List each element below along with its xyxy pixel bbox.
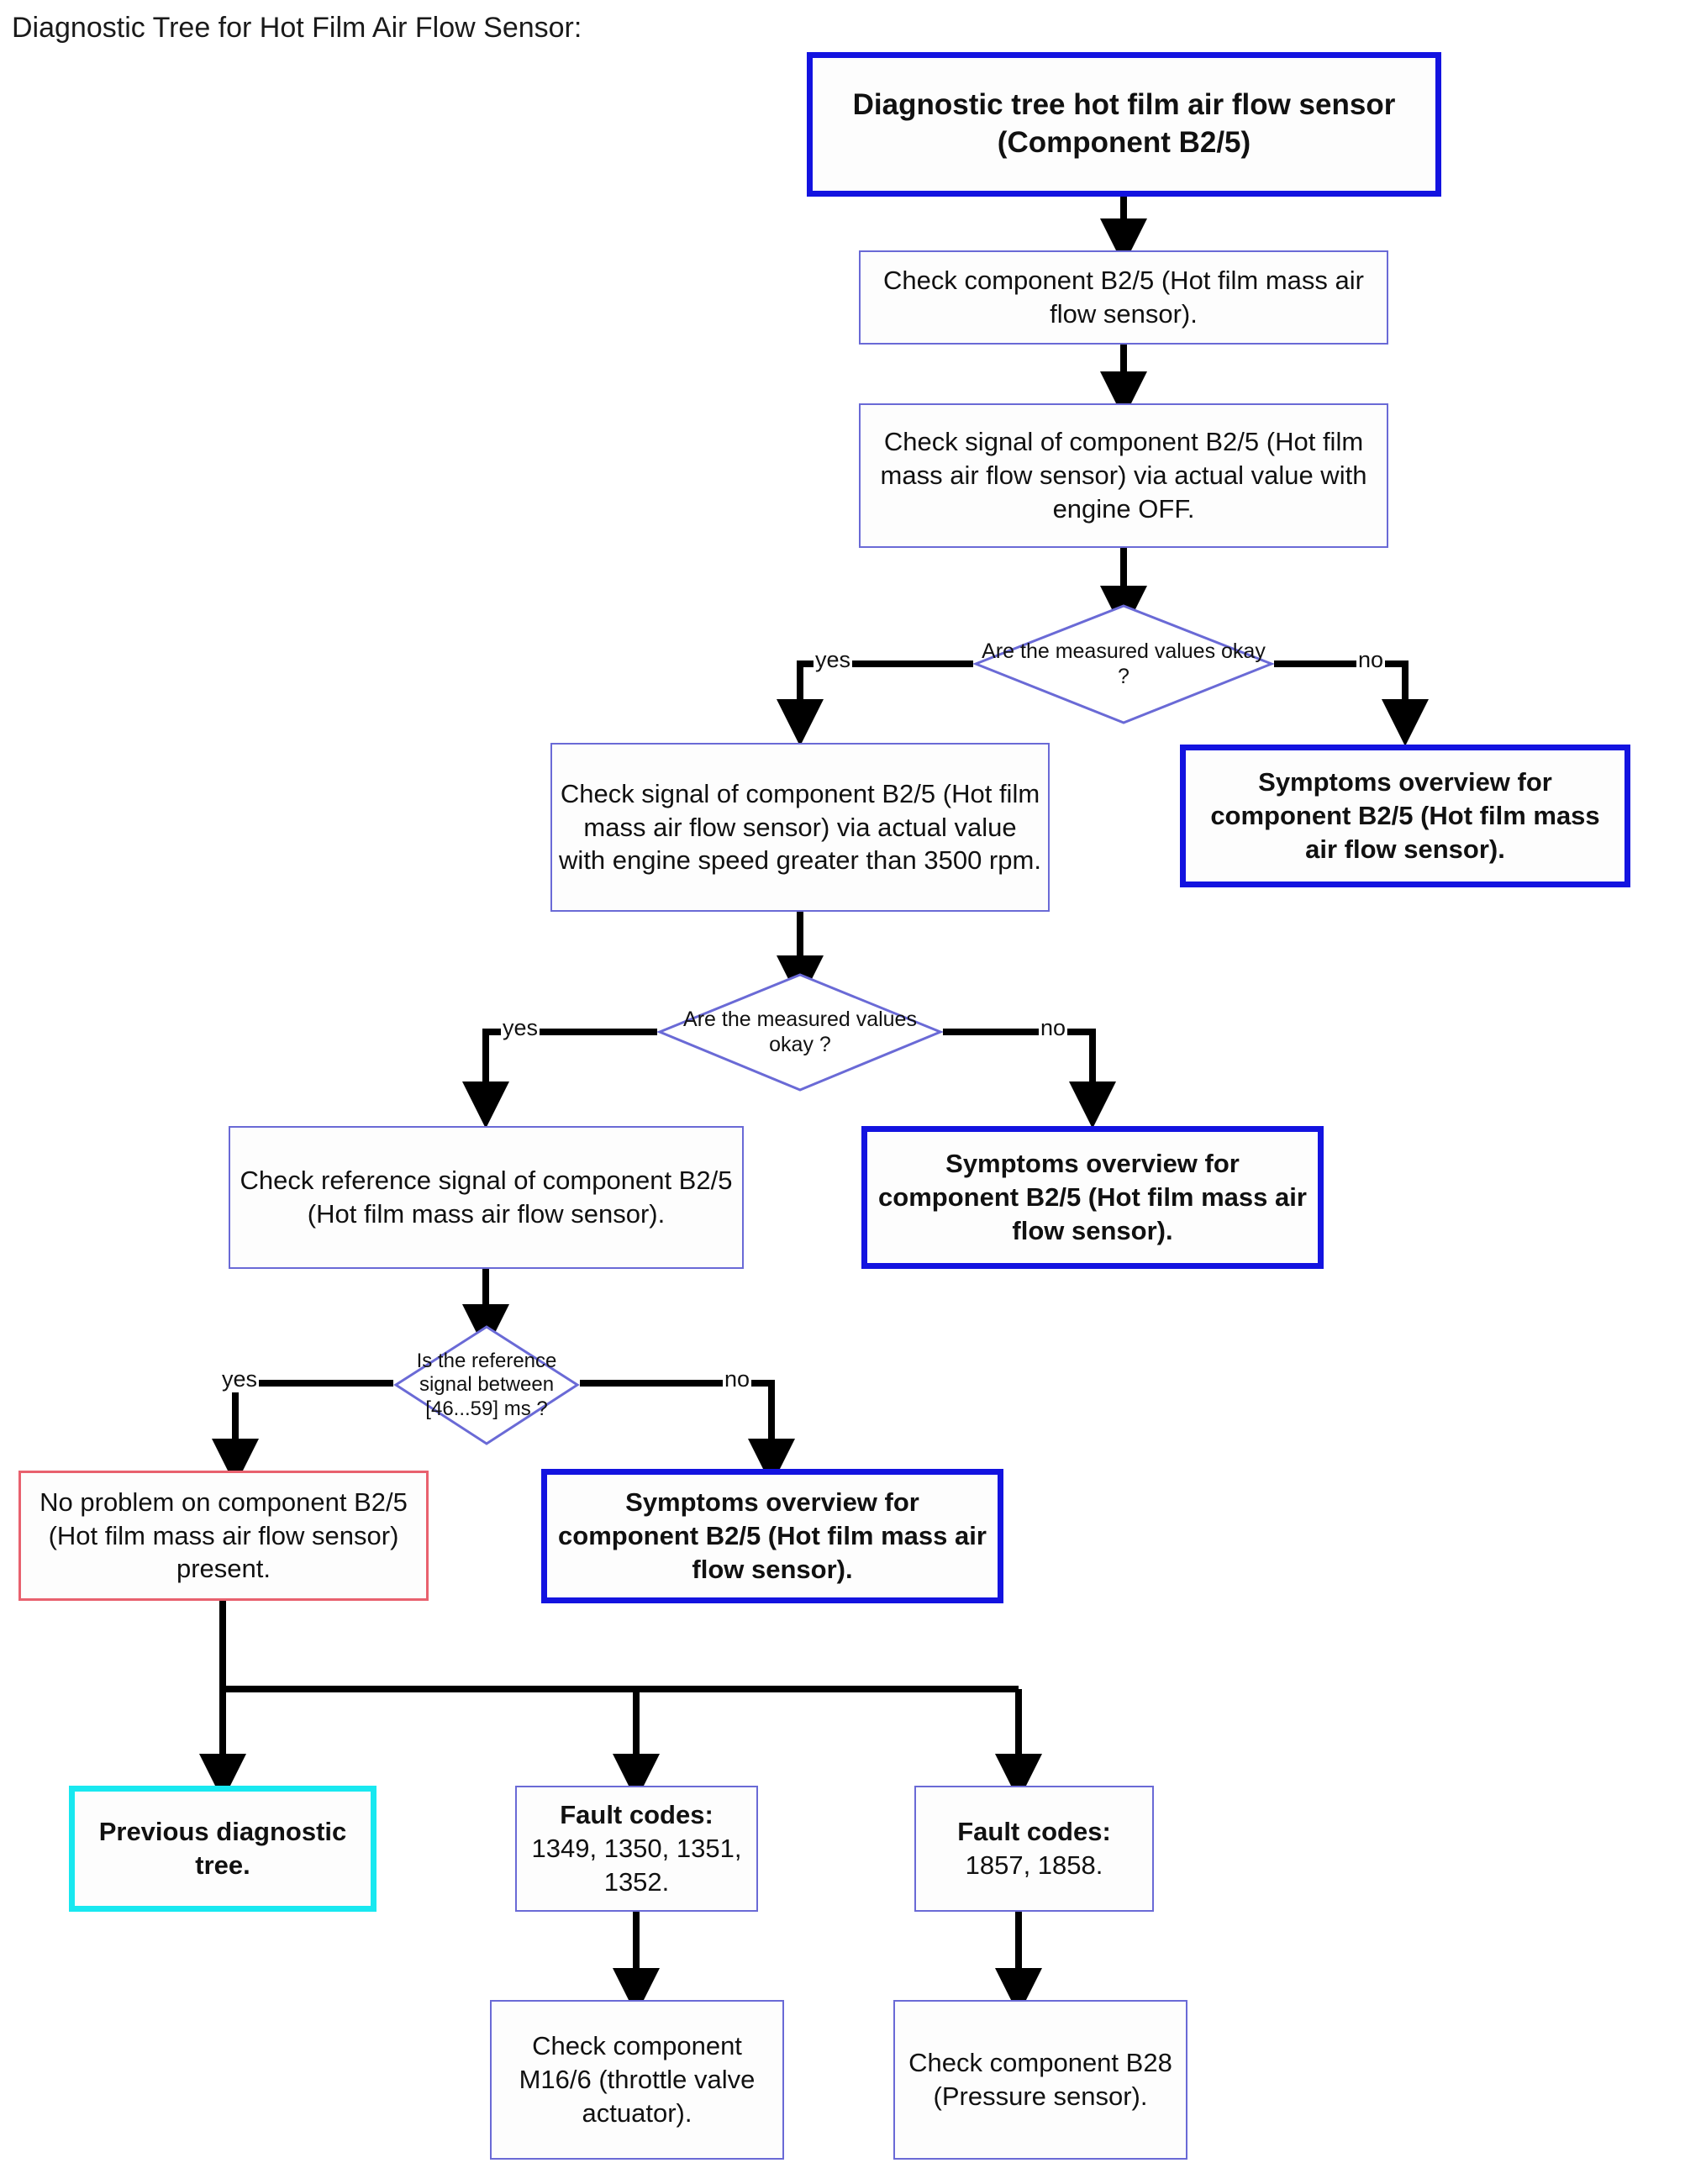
node-check-signal-engine-speed-label: Check signal of component B2/5 (Hot film…: [559, 778, 1041, 876]
diamond-shape-icon: [973, 604, 1274, 724]
decision-reference-signal-range[interactable]: Is the reference signal between [46...59…: [393, 1324, 580, 1446]
decision-measured-values-okay-2[interactable]: Are the measured values okay ?: [657, 972, 943, 1092]
node-check-signal-engine-off[interactable]: Check signal of component B2/5 (Hot film…: [859, 403, 1388, 548]
node-fault-codes-2-heading: Fault codes:: [957, 1817, 1111, 1847]
node-check-signal-engine-speed[interactable]: Check signal of component B2/5 (Hot film…: [550, 743, 1050, 912]
node-fault-codes-1-heading: Fault codes:: [560, 1800, 713, 1830]
edge-label-d2-no: no: [1039, 1015, 1068, 1041]
node-previous-diagnostic-tree-label: Previous diagnostic tree.: [98, 1817, 347, 1880]
diamond-shape-icon: [657, 973, 943, 1092]
node-check-component[interactable]: Check component B2/5 (Hot film mass air …: [859, 250, 1388, 345]
node-symptoms-overview-1[interactable]: Symptoms overview for component B2/5 (Ho…: [1180, 745, 1630, 887]
edge-label-d3-yes: yes: [220, 1366, 260, 1392]
node-check-component-m16-6[interactable]: Check component M16/6 (throttle valve ac…: [490, 2000, 784, 2160]
node-symptoms-overview-1-label: Symptoms overview for component B2/5 (Ho…: [1210, 767, 1600, 864]
node-fault-codes-2[interactable]: Fault codes: 1857, 1858.: [914, 1786, 1154, 1912]
edge-label-d1-yes: yes: [814, 647, 853, 673]
node-symptoms-overview-2[interactable]: Symptoms overview for component B2/5 (Ho…: [861, 1126, 1324, 1269]
diamond-shape-icon: [393, 1325, 580, 1445]
decision-1-label: Are the measured values okay ?: [982, 639, 1266, 688]
node-symptoms-overview-2-label: Symptoms overview for component B2/5 (Ho…: [878, 1149, 1307, 1245]
edge-label-d1-no: no: [1356, 647, 1386, 673]
edge-label-d2-yes: yes: [501, 1015, 540, 1041]
node-no-problem-present-label: No problem on component B2/5 (Hot film m…: [39, 1487, 408, 1584]
node-symptoms-overview-3-label: Symptoms overview for component B2/5 (Ho…: [558, 1487, 987, 1584]
node-check-component-b28-label: Check component B28 (Pressure sensor).: [908, 2048, 1172, 2111]
node-check-component-b28[interactable]: Check component B28 (Pressure sensor).: [893, 2000, 1187, 2160]
decision-3-label: Is the reference signal between [46...59…: [416, 1350, 557, 1420]
node-fault-codes-2-values: 1857, 1858.: [965, 1850, 1103, 1880]
node-no-problem-present[interactable]: No problem on component B2/5 (Hot film m…: [18, 1471, 429, 1601]
node-previous-diagnostic-tree[interactable]: Previous diagnostic tree.: [69, 1786, 376, 1912]
decision-2-label: Are the measured values okay ?: [683, 1008, 917, 1056]
page-title: Diagnostic Tree for Hot Film Air Flow Se…: [12, 12, 582, 44]
node-root-label: Diagnostic tree hot film air flow sensor…: [852, 88, 1396, 159]
edge-label-d3-no: no: [723, 1366, 752, 1392]
node-check-component-m16-6-label: Check component M16/6 (throttle valve ac…: [519, 2031, 756, 2128]
node-check-reference-signal[interactable]: Check reference signal of component B2/5…: [229, 1126, 744, 1269]
node-symptoms-overview-3[interactable]: Symptoms overview for component B2/5 (Ho…: [541, 1469, 1003, 1603]
node-check-signal-engine-off-label: Check signal of component B2/5 (Hot film…: [880, 427, 1367, 524]
node-fault-codes-1-values: 1349, 1350, 1351, 1352.: [531, 1834, 742, 1897]
decision-measured-values-okay-1[interactable]: Are the measured values okay ?: [973, 603, 1274, 725]
node-check-component-label: Check component B2/5 (Hot film mass air …: [883, 266, 1364, 329]
node-root-diagnostic-tree[interactable]: Diagnostic tree hot film air flow sensor…: [807, 52, 1441, 197]
node-fault-codes-1[interactable]: Fault codes: 1349, 1350, 1351, 1352.: [515, 1786, 758, 1912]
node-check-reference-signal-label: Check reference signal of component B2/5…: [240, 1166, 733, 1229]
